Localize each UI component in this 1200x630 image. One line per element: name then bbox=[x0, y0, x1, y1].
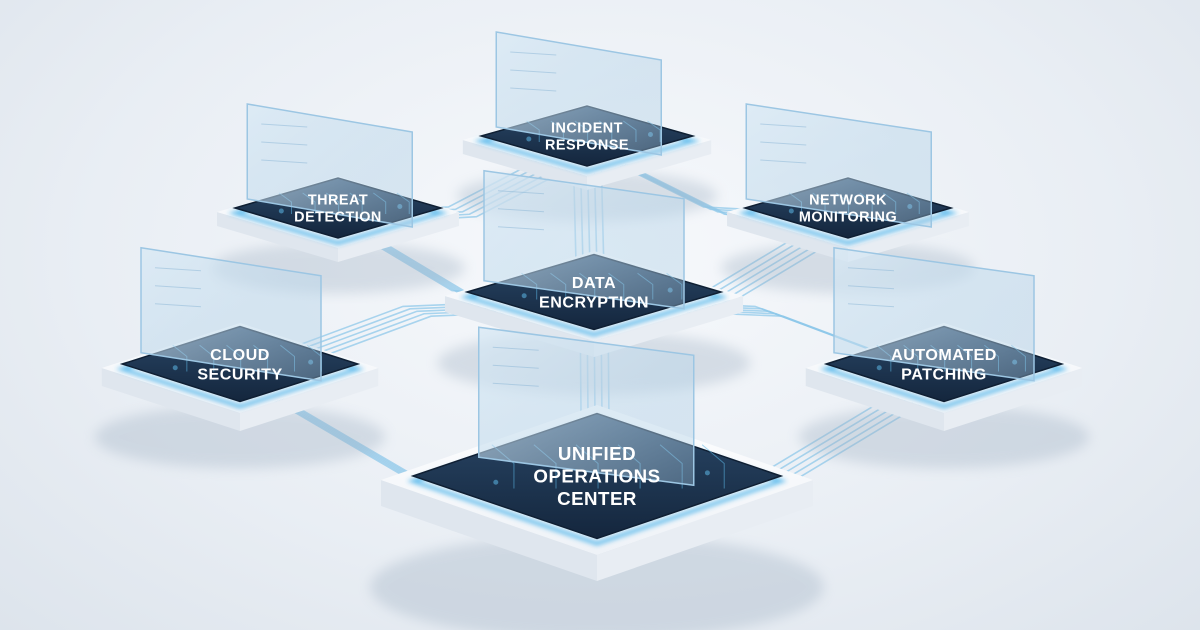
node-label-line: THREAT bbox=[308, 192, 368, 208]
glass-panel bbox=[246, 103, 413, 228]
node-label-line: UNIFIED bbox=[558, 443, 636, 464]
node-label-line: SECURITY bbox=[197, 365, 282, 383]
glass-panel-ui-lines bbox=[154, 267, 202, 308]
node-label: INCIDENT RESPONSE bbox=[545, 120, 629, 153]
glass-panel-ui-lines bbox=[760, 123, 807, 164]
glass-panel-ui-lines bbox=[510, 51, 557, 92]
node-label-line: PATCHING bbox=[901, 365, 987, 383]
glass-panel bbox=[140, 246, 322, 382]
node-label-line: CENTER bbox=[557, 488, 637, 509]
node-label-line: CLOUD bbox=[210, 346, 270, 364]
node-label-line: INCIDENT bbox=[551, 120, 623, 136]
node-label: THREAT DETECTION bbox=[294, 192, 382, 225]
node-network-monitoring: NETWORK MONITORING bbox=[720, 103, 976, 294]
node-label-line: AUTOMATED bbox=[891, 346, 997, 364]
node-label-line: MONITORING bbox=[799, 210, 897, 226]
glass-panel bbox=[833, 246, 1035, 382]
glass-panel-ui-lines bbox=[497, 190, 545, 231]
glass-panel bbox=[483, 169, 685, 310]
node-label-line: ENCRYPTION bbox=[539, 293, 649, 311]
glass-panel-ui-lines bbox=[847, 267, 895, 308]
node-label-line: DATA bbox=[572, 274, 616, 292]
glass-panel-ui-lines bbox=[492, 346, 539, 387]
node-label-line: OPERATIONS bbox=[533, 466, 660, 487]
platform-nodes: INCIDENT RESPONSE THREAT DETECTION NETWORK MO… bbox=[94, 31, 1090, 630]
glass-panel bbox=[745, 103, 932, 228]
glass-panel bbox=[478, 326, 695, 487]
node-label-line: NETWORK bbox=[809, 192, 887, 208]
node-label-line: RESPONSE bbox=[545, 138, 629, 154]
glass-panel-ui-lines bbox=[261, 123, 308, 164]
node-label: NETWORK MONITORING bbox=[799, 192, 897, 225]
glass-panel bbox=[495, 31, 662, 156]
node-label-line: DETECTION bbox=[294, 210, 382, 226]
